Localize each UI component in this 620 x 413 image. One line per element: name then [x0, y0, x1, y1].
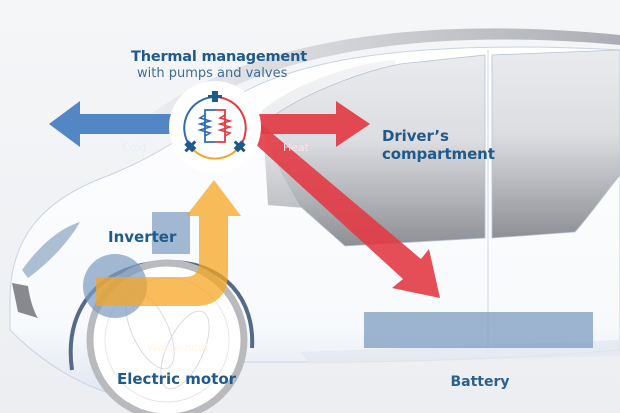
heat-arrow-label: Heat: [283, 141, 310, 154]
drivers-compartment-line2: compartment: [382, 145, 495, 163]
inverter-label: Inverter: [108, 228, 177, 246]
heat-exchanger-with-valves-icon: [169, 81, 261, 173]
car-roof-rail: [150, 28, 620, 120]
coil-hot: [217, 114, 233, 137]
thermal-management-subtitle: with pumps and valves: [137, 66, 288, 81]
inverter-component: [152, 212, 190, 254]
coolant-loop-cold: [183, 96, 216, 147]
car-headlight: [22, 222, 80, 278]
waste-heat-arrow: [96, 180, 241, 306]
coolant-loop-waste: [189, 145, 241, 160]
battery-component: [364, 312, 593, 348]
drivers-compartment-label: Driver’s compartment: [382, 127, 495, 163]
thermal-management-title: Thermal management: [131, 49, 307, 65]
valve-top-bar: [208, 95, 222, 98]
rim-spoke: [160, 310, 210, 390]
coil-cold: [197, 114, 213, 137]
cold-arrow: [49, 101, 180, 147]
car-fog-light: [12, 283, 38, 318]
battery-label: Battery: [450, 374, 510, 390]
waste-heat-arrow-label: Waste heat: [147, 341, 210, 354]
electric-motor-label: Electric motor: [117, 370, 237, 388]
coolant-loop-hot: [214, 96, 247, 147]
heat-arrow-drivers-compartment: [245, 101, 370, 147]
cold-arrow-label: Cold: [122, 141, 147, 154]
valve-right: [233, 140, 246, 153]
heat-arrow-battery: [240, 118, 440, 298]
drivers-compartment-line1: Driver’s: [382, 127, 449, 145]
valve-left: [184, 140, 197, 153]
